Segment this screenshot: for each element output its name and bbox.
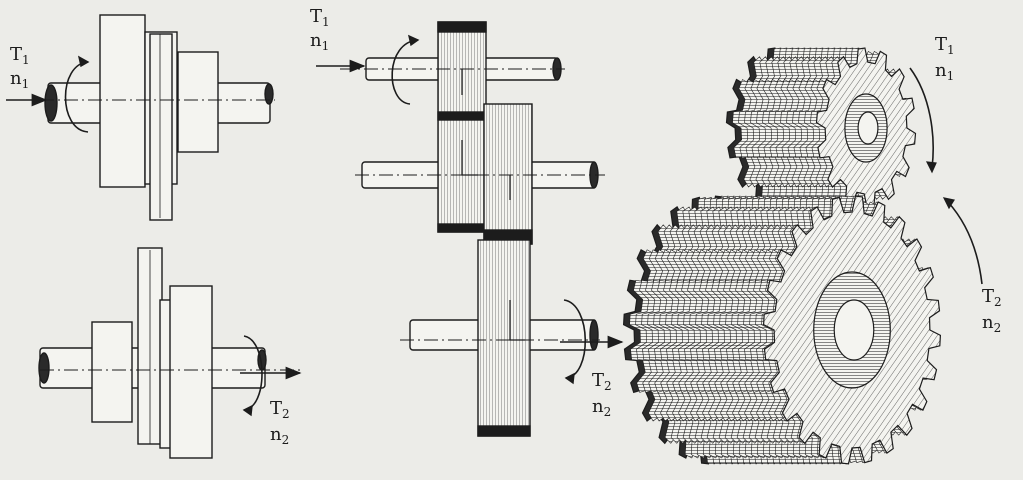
middle-gear-a [437, 21, 487, 233]
left-top-collar [177, 51, 219, 153]
left-top-hub [99, 14, 146, 188]
left-bottom-hub [91, 321, 133, 423]
middle-torque-out-label: T2 [592, 370, 612, 393]
middle-gear-train [316, 21, 624, 437]
middle-gear-b [483, 103, 533, 245]
right-speed-out-label: n2 [982, 312, 1001, 335]
gear-bore [833, 299, 875, 361]
left-torque-out-label: T2 [270, 398, 290, 421]
right-pinion [725, 47, 917, 209]
right-gear-direction-arrow [947, 201, 983, 285]
middle-input-rotation-icon [391, 39, 419, 105]
middle-speed-out-label: n2 [592, 396, 611, 419]
left-speed-in-label: n1 [10, 68, 29, 91]
middle-gear-c [477, 239, 531, 437]
right-torque-out-label: T2 [982, 286, 1002, 309]
right-torque-in-label: T1 [935, 34, 955, 57]
left-top-gear [149, 33, 173, 221]
left-input-rotation-icon [64, 61, 89, 133]
left-gear-pair [6, 14, 302, 459]
middle-torque-in-label: T1 [310, 6, 330, 29]
left-bottom-collar [169, 285, 213, 459]
right-speed-in-label: n1 [935, 60, 954, 83]
right-pinion-direction-arrow [909, 67, 934, 169]
right-spur-gear-pair [622, 47, 983, 465]
gear-bore [857, 111, 879, 145]
right-large-gear [622, 195, 942, 465]
left-torque-in-label: T1 [10, 44, 30, 67]
left-speed-out-label: n2 [270, 424, 289, 447]
middle-speed-in-label: n1 [310, 30, 329, 53]
